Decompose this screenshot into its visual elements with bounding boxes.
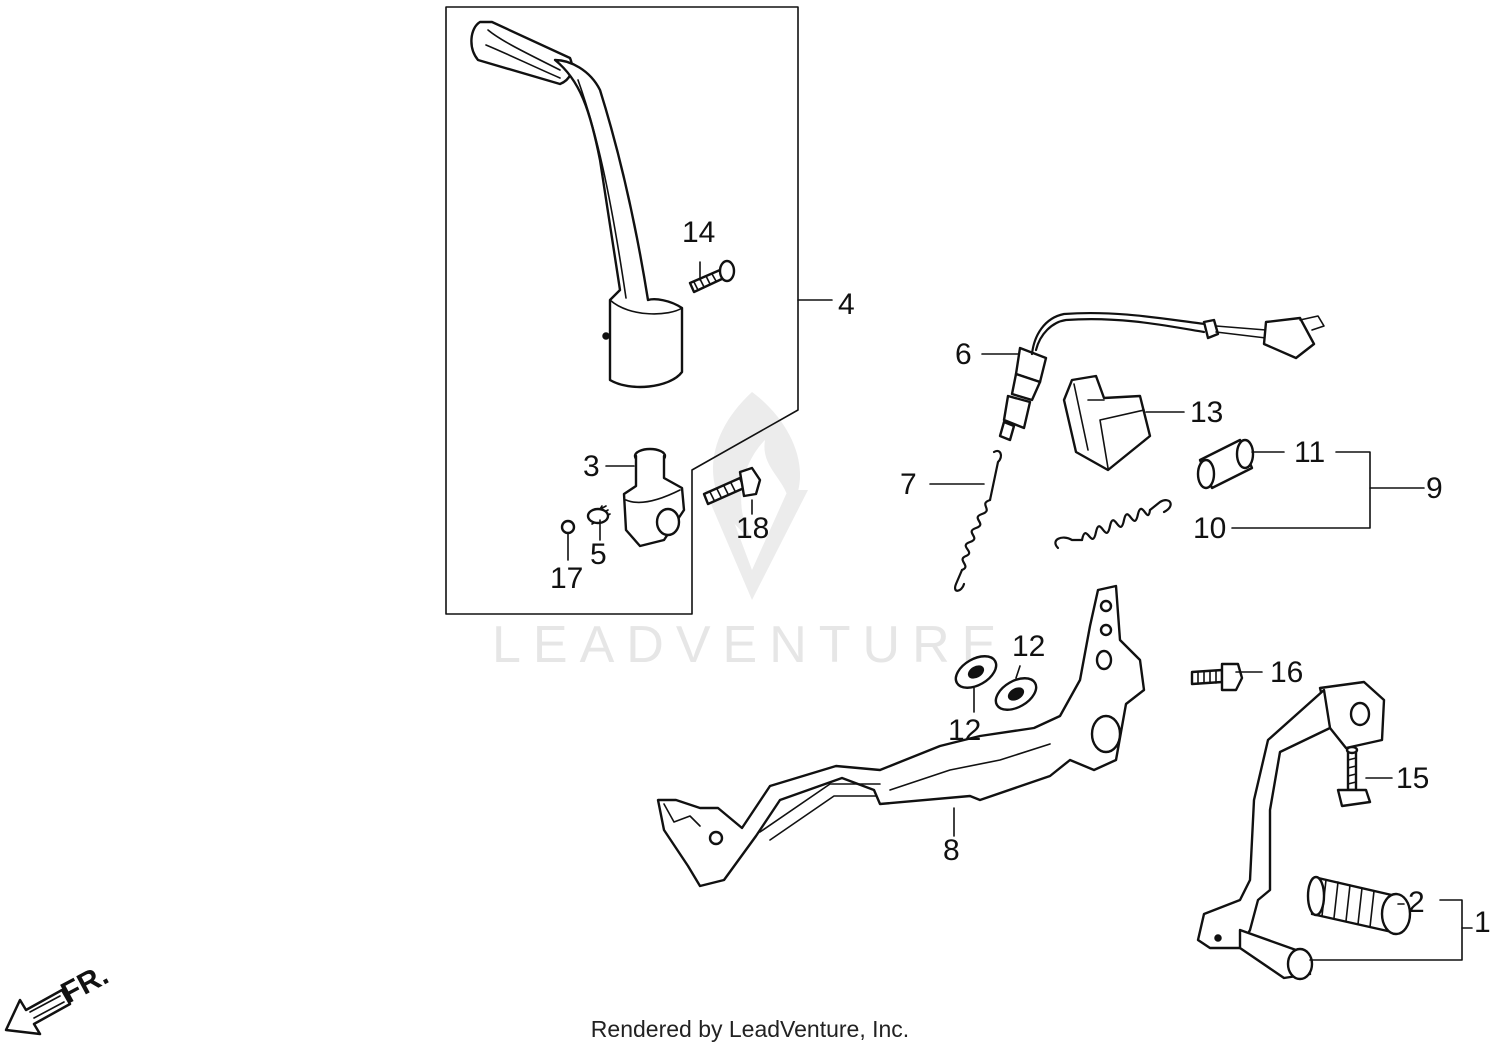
brake-pedal-8[interactable] xyxy=(656,584,1146,888)
washer-12-a[interactable] xyxy=(950,650,1001,695)
callout-6: 6 xyxy=(955,338,972,371)
callout-18: 18 xyxy=(736,512,769,545)
callout-9: 9 xyxy=(1426,472,1443,505)
gear-shift-pedal-1[interactable] xyxy=(1196,680,1386,981)
steel-ball-17[interactable] xyxy=(560,519,576,535)
callout-15: 15 xyxy=(1396,762,1429,795)
callout-4: 4 xyxy=(838,288,855,321)
callout-10: 10 xyxy=(1193,512,1226,545)
kick-starter-assembly-box xyxy=(445,6,833,615)
callout-16: 16 xyxy=(1270,656,1303,689)
callout-3: 3 xyxy=(583,450,600,483)
spring-10[interactable] xyxy=(1054,499,1172,550)
rubber-grip-2[interactable] xyxy=(1306,875,1412,936)
callout-13: 13 xyxy=(1190,396,1223,429)
watermark: LEADVENTURE xyxy=(492,392,1008,674)
bolt-18[interactable] xyxy=(702,466,762,506)
footer-credit: Rendered by LeadVenture, Inc. xyxy=(590,1016,910,1042)
bolt-14[interactable] xyxy=(688,259,736,294)
callout-leaders xyxy=(567,261,1473,961)
callout-2: 2 xyxy=(1408,886,1425,919)
watermark-text: LEADVENTURE xyxy=(492,616,1008,674)
washer-12-b[interactable] xyxy=(990,672,1041,717)
front-direction-arrow-icon xyxy=(4,988,72,1036)
callout-5: 5 xyxy=(590,538,607,571)
rubber-stopper-13[interactable] xyxy=(1062,374,1152,472)
callout-14: 14 xyxy=(682,216,715,249)
callout-12-lower: 12 xyxy=(948,714,981,747)
kick-starter-arm[interactable] xyxy=(470,20,684,389)
spindle-3[interactable] xyxy=(622,447,686,548)
callout-7: 7 xyxy=(900,468,917,501)
bolt-16[interactable] xyxy=(1190,662,1244,692)
callout-12-upper: 12 xyxy=(1012,630,1045,663)
callout-numbers: 1 2 3 4 5 6 7 8 9 10 11 12 12 13 14 15 1… xyxy=(550,216,1491,939)
callout-17: 17 xyxy=(550,562,583,595)
callout-11: 11 xyxy=(1294,436,1325,469)
collar-11[interactable] xyxy=(1196,438,1255,490)
bolt-15[interactable] xyxy=(1336,745,1372,808)
callout-1: 1 xyxy=(1474,906,1491,939)
spring-5[interactable] xyxy=(586,505,611,525)
callout-8: 8 xyxy=(943,834,960,867)
watermark-logo-icon xyxy=(705,392,808,600)
stop-switch-6[interactable] xyxy=(998,311,1325,442)
spring-7[interactable] xyxy=(954,449,1003,592)
